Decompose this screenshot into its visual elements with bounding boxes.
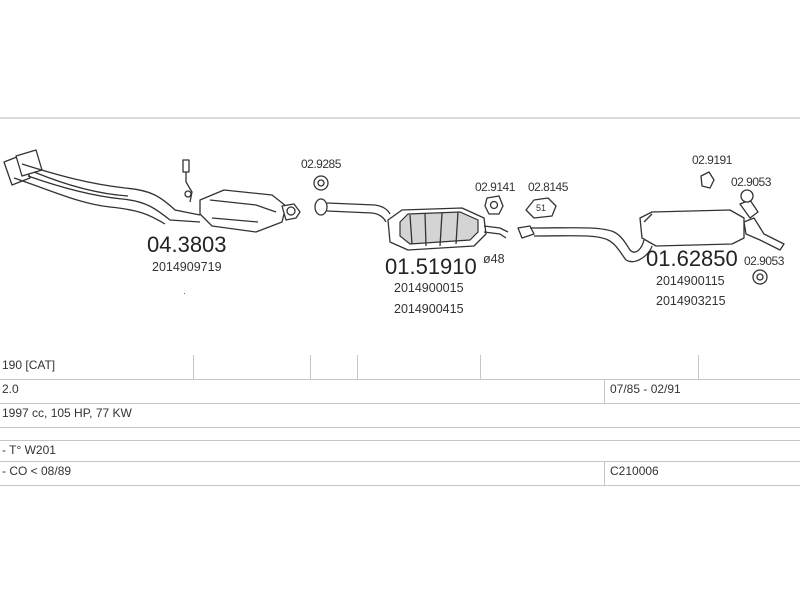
part-label-ring-upper: 02.9053 — [731, 175, 772, 189]
code-cell: C210006 — [610, 464, 659, 478]
part-label-clamp: 02.8145 — [528, 180, 569, 194]
rubber-hanger-icon — [313, 175, 329, 191]
table-row-empty — [0, 427, 800, 441]
part-ref-middle-muffler-1: 2014900015 — [394, 281, 464, 295]
col-divider — [480, 355, 481, 379]
lambda-sensor-icon — [182, 159, 193, 203]
col-divider — [193, 355, 194, 379]
col-divider — [604, 379, 605, 403]
front-pipe-drawing[interactable] — [3, 149, 201, 225]
part-ref-rear-muffler-1: 2014900115 — [656, 274, 725, 288]
exhaust-system-diagram: 51 04.3803 2014909719 . 01.51910 2014900… — [0, 117, 800, 316]
clamp-size-label: 51 — [536, 203, 546, 213]
col-divider — [698, 355, 699, 379]
table-row-specs: 1997 cc, 105 HP, 77 KW — [0, 403, 800, 428]
specs-cell: 1997 cc, 105 HP, 77 KW — [2, 406, 132, 420]
type-cell: - T° W201 — [2, 443, 56, 457]
exhaust-gasket-icon — [700, 171, 715, 189]
dot-marker: . — [183, 286, 186, 297]
pipe-clamp-icon: 51 — [525, 197, 557, 219]
catalytic-converter-drawing[interactable] — [199, 189, 301, 233]
part-ref-rear-muffler-2: 2014903215 — [656, 294, 726, 308]
model-cell: 190 [CAT] — [2, 358, 56, 372]
part-label-bracket: 02.9141 — [475, 180, 516, 194]
part-number-front-pipe: 04.3803 — [147, 232, 227, 257]
emission-cell: - CO < 08/89 — [2, 464, 72, 478]
col-divider — [357, 355, 358, 379]
rear-muffler-drawing[interactable] — [517, 199, 785, 263]
col-divider — [604, 461, 605, 485]
table-row-type: - T° W201 — [0, 440, 800, 462]
table-row-model: 190 [CAT] — [0, 355, 800, 380]
part-number-rear-muffler: 01.62850 — [646, 246, 738, 271]
part-number-middle-muffler: 01.51910 — [385, 254, 477, 279]
mounting-bracket-icon — [484, 195, 504, 215]
part-label-hanger: 02.9285 — [301, 157, 342, 171]
pipe-diameter-label: ø48 — [483, 252, 505, 266]
part-label-ring-lower: 02.9053 — [744, 254, 785, 268]
production-cell: 07/85 - 02/91 — [610, 382, 681, 396]
part-label-gasket: 02.9191 — [692, 153, 733, 167]
table-row-emission: - CO < 08/89 C210006 — [0, 461, 800, 486]
rubber-ring-icon — [740, 189, 754, 203]
table-row-engine: 2.0 07/85 - 02/91 — [0, 379, 800, 404]
part-ref-middle-muffler-2: 2014900415 — [394, 302, 464, 316]
rubber-ring-lower-icon — [752, 269, 768, 285]
middle-muffler-drawing[interactable] — [314, 198, 509, 251]
engine-cell: 2.0 — [2, 382, 19, 396]
col-divider — [310, 355, 311, 379]
part-ref-front-pipe: 2014909719 — [152, 260, 222, 274]
